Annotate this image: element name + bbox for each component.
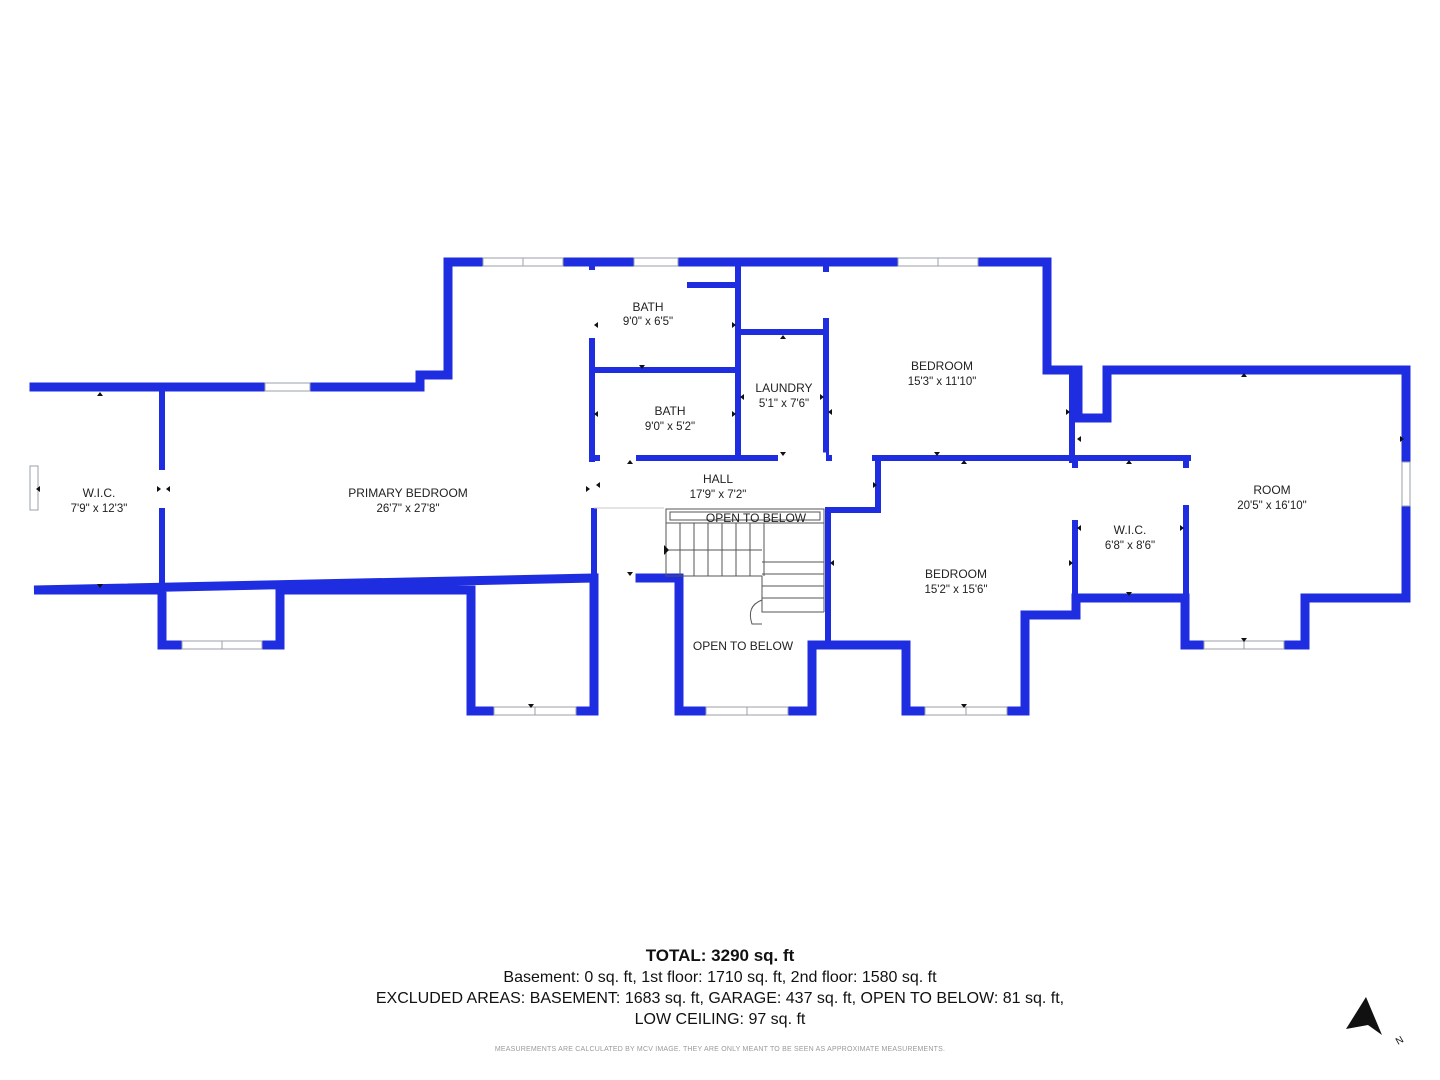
total-area: TOTAL: 3290 sq. ft: [645, 946, 795, 965]
room-dims-primary-bedroom: 26'7" x 27'8": [376, 503, 439, 515]
tick-mark: [1069, 560, 1073, 566]
dimension-ticks: [36, 322, 1404, 708]
tick-mark: [732, 411, 736, 417]
open-to-below-label-lower: OPEN TO BELOW: [693, 639, 794, 653]
window: [1401, 461, 1411, 507]
window: [633, 257, 679, 267]
tick-mark: [97, 584, 103, 588]
tick-mark: [740, 394, 744, 400]
room-dims-hall: 17'9" x 7'2": [690, 489, 747, 501]
tick-mark: [166, 486, 170, 492]
room-dims-room: 20'5" x 16'10": [1237, 500, 1306, 512]
tick-mark: [528, 704, 534, 708]
room-dims-wic-2: 6'8" x 8'6": [1105, 540, 1155, 552]
tick-mark: [828, 409, 832, 415]
window-group: [29, 257, 1411, 716]
floor-plan: W.I.C. 7'9" x 12'3" PRIMARY BEDROOM 26'7…: [28, 257, 1412, 716]
floor-areas: Basement: 0 sq. ft, 1st floor: 1710 sq. …: [503, 969, 937, 986]
tick-mark: [627, 572, 633, 576]
tick-mark: [1400, 436, 1404, 442]
tick-mark: [1180, 525, 1184, 531]
tick-mark: [596, 482, 600, 488]
room-name-bedroom-2: BEDROOM: [925, 567, 987, 581]
measurement-disclaimer: MEASUREMENTS ARE CALCULATED BY MCV IMAGE…: [494, 1046, 946, 1053]
tick-mark: [830, 560, 834, 566]
outer-wall-primary: [33, 573, 599, 716]
room-name-hall: HALL: [703, 472, 733, 486]
tick-mark: [1077, 525, 1081, 531]
tick-mark: [157, 486, 161, 492]
tick-mark: [1077, 436, 1081, 442]
room-name-bedroom-1: BEDROOM: [911, 359, 973, 373]
tick-mark: [586, 486, 590, 492]
tick-mark: [780, 335, 786, 339]
tick-mark: [1241, 638, 1247, 642]
excluded-areas-line-2: LOW CEILING: 97 sq. ft: [634, 1011, 806, 1028]
window: [29, 465, 39, 511]
room-dims-bedroom-1: 15'3" x 11'10": [908, 376, 977, 388]
tick-mark: [961, 460, 967, 464]
tick-mark: [780, 452, 786, 456]
room-name-bath-1: BATH: [632, 300, 663, 314]
north-arrow-icon: N: [1346, 997, 1406, 1048]
stair-outline: [665, 523, 824, 613]
window: [264, 382, 311, 392]
tick-mark: [594, 411, 598, 417]
room-name-wic-1: W.I.C.: [83, 486, 116, 500]
room-name-bath-2: BATH: [654, 404, 685, 418]
stair-winder: [749, 599, 763, 625]
room-name-room: ROOM: [1253, 483, 1290, 497]
tick-mark: [1126, 460, 1132, 464]
tick-mark: [1066, 409, 1070, 415]
room-name-wic-2: W.I.C.: [1114, 523, 1147, 537]
tick-mark: [594, 322, 598, 328]
room-dims-bath-1: 9'0" x 6'5": [623, 316, 673, 328]
area-summary: TOTAL: 3290 sq. ft Basement: 0 sq. ft, 1…: [0, 945, 1440, 1030]
stair-rail: [665, 508, 825, 524]
tick-mark: [820, 394, 824, 400]
compass-label: N: [1394, 1034, 1406, 1047]
excluded-areas-line-1: EXCLUDED AREAS: BASEMENT: 1683 sq. ft, G…: [375, 990, 1065, 1007]
staircase: [664, 508, 825, 625]
tick-mark: [627, 460, 633, 464]
tick-mark: [1126, 592, 1132, 596]
room-dims-wic-1: 7'9" x 12'3": [71, 503, 128, 515]
tick-mark: [639, 365, 645, 369]
tick-mark: [732, 322, 736, 328]
tick-mark: [934, 452, 940, 456]
room-dims-bedroom-2: 15'2" x 15'6": [924, 584, 987, 596]
compass-arrow: [1346, 997, 1382, 1035]
room-name-primary-bedroom: PRIMARY BEDROOM: [348, 486, 468, 500]
tick-mark: [36, 486, 40, 492]
room-dims-bath-2: 9'0" x 5'2": [645, 421, 695, 433]
outer-wall-west-wing: [29, 257, 1411, 716]
tick-mark: [97, 392, 103, 396]
room-dims-laundry: 5'1" x 7'6": [759, 398, 809, 410]
tick-mark: [961, 704, 967, 708]
stair-rail-inner: [669, 511, 821, 521]
stair-arrow-icon: [664, 545, 669, 555]
open-to-below-label-stair: OPEN TO BELOW: [706, 511, 807, 525]
tick-mark: [1241, 373, 1247, 377]
room-name-laundry: LAUNDRY: [755, 381, 812, 395]
tick-mark: [873, 482, 877, 488]
